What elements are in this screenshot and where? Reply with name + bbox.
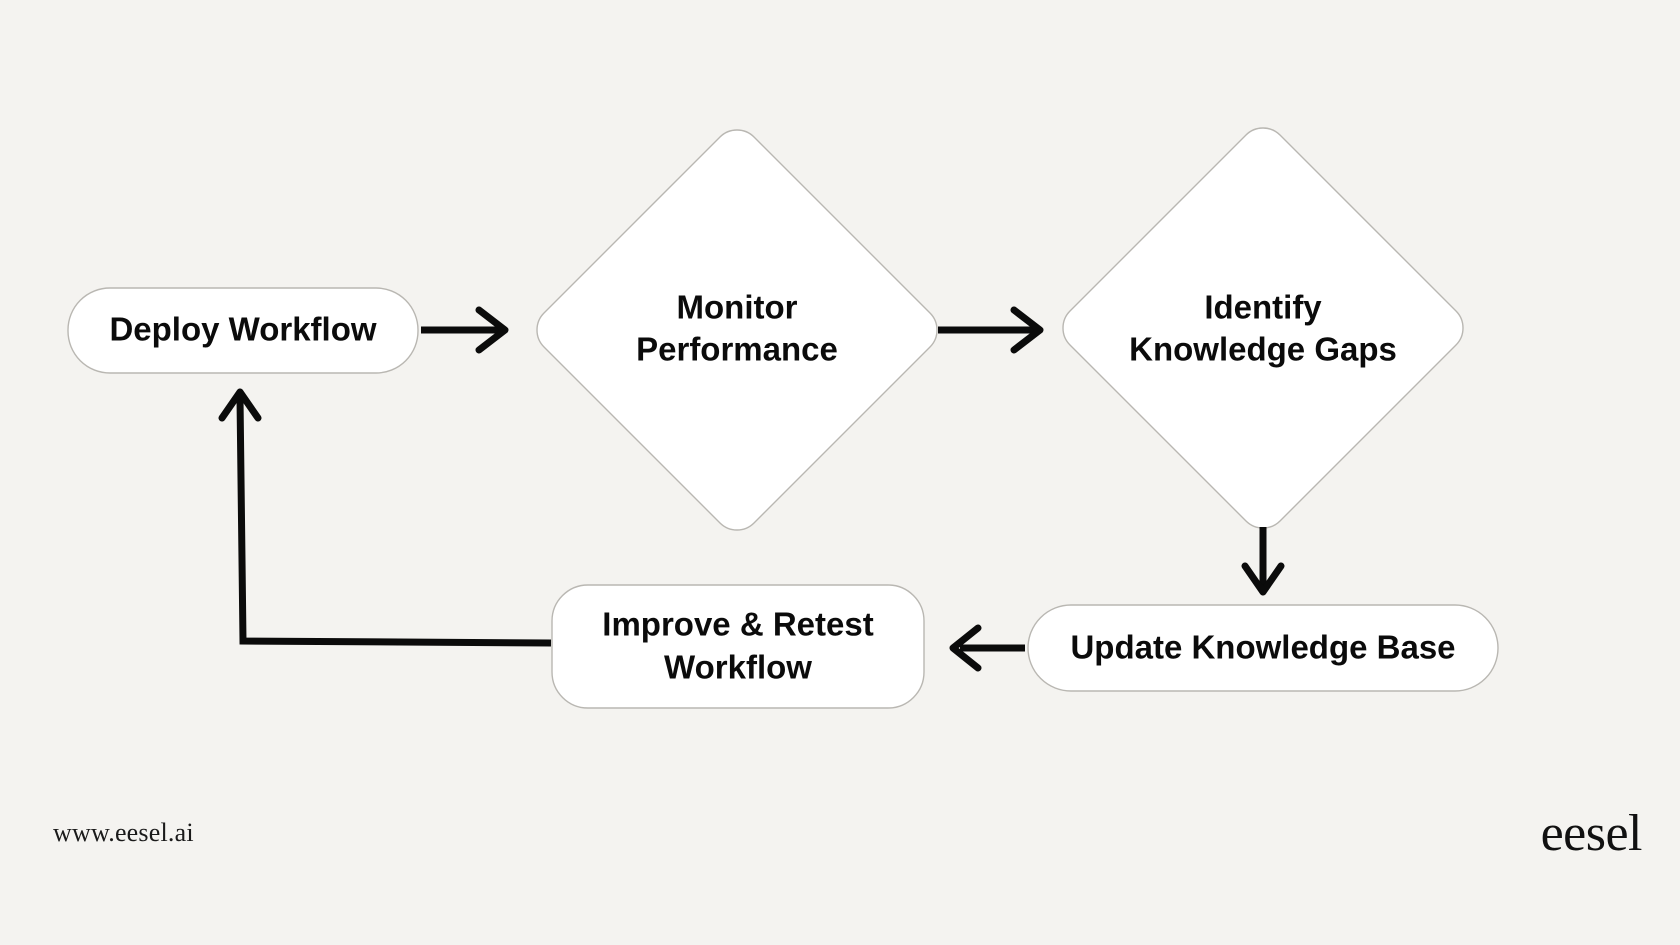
node-identify-knowledge-gaps[interactable]: Identify Knowledge Gaps <box>1062 127 1464 529</box>
monitor-performance-label-line1: Monitor <box>677 289 798 326</box>
edge-monitor-to-gaps-arrowhead <box>1010 306 1044 354</box>
improve-retest-workflow-label-line2: Workflow <box>664 649 812 686</box>
node-monitor-performance[interactable]: Monitor Performance <box>536 129 938 531</box>
node-improve-retest-workflow[interactable]: Improve & Retest Workflow <box>551 584 925 709</box>
node-update-knowledge-base[interactable]: Update Knowledge Base <box>1027 604 1499 692</box>
edge-monitor-to-gaps <box>938 306 1044 354</box>
monitor-performance-shape <box>536 129 938 531</box>
improve-retest-workflow-shape <box>551 584 925 709</box>
deploy-workflow-label: Deploy Workflow <box>109 311 376 348</box>
identify-knowledge-gaps-label-line1: Identify <box>1204 289 1322 326</box>
edge-update-to-improve <box>949 624 1025 672</box>
edge-deploy-to-monitor <box>421 306 509 354</box>
edge-improve-to-deploy-loop <box>218 388 552 647</box>
improve-retest-workflow-label-line1: Improve & Retest <box>602 606 873 643</box>
update-knowledge-base-label: Update Knowledge Base <box>1070 629 1455 666</box>
identify-knowledge-gaps-label-line2: Knowledge Gaps <box>1129 331 1397 368</box>
deploy-workflow-shape <box>67 287 419 374</box>
edge-update-to-improve-arrowhead <box>949 624 982 672</box>
edge-improve-to-deploy-line <box>236 397 552 647</box>
edge-gaps-to-update <box>1241 527 1285 596</box>
edge-gaps-to-update-arrowhead <box>1241 562 1285 596</box>
update-knowledge-base-shape <box>1027 604 1499 692</box>
edge-deploy-to-monitor-arrowhead <box>475 306 509 354</box>
identify-knowledge-gaps-shape <box>1062 127 1464 529</box>
monitor-performance-label-line2: Performance <box>636 331 838 368</box>
brand-logo-eesel: eesel <box>1540 805 1643 862</box>
footer-website-url[interactable]: www.eesel.ai <box>53 818 194 847</box>
node-deploy-workflow[interactable]: Deploy Workflow <box>67 287 419 374</box>
edge-improve-to-deploy-arrowhead <box>218 388 262 422</box>
